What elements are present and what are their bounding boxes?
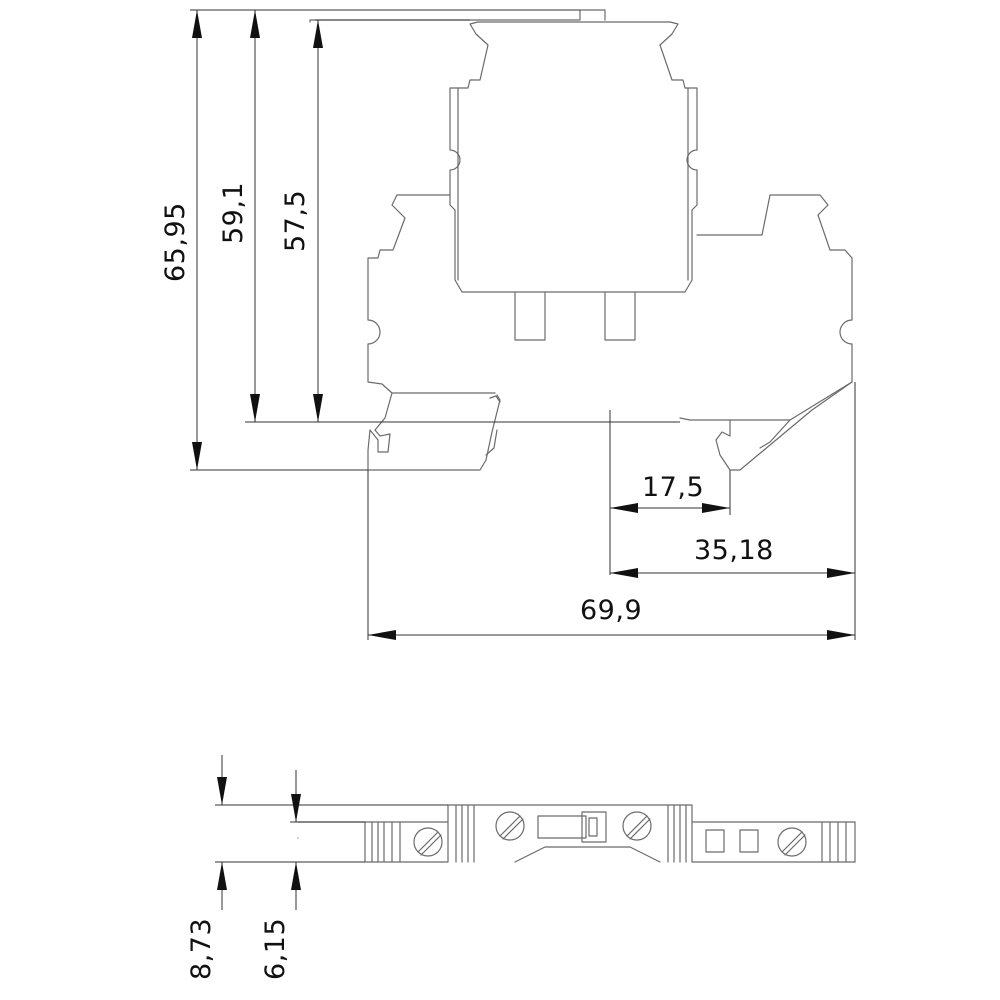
base-right-notch <box>759 419 791 449</box>
switch-slot <box>537 815 587 839</box>
base-body-outline <box>367 194 501 471</box>
top-view-dimensions: 8,73 6,15 <box>186 755 448 980</box>
screw-right-slot-1 <box>781 831 803 853</box>
arrow-17-5-left <box>610 503 638 513</box>
dim-label-59-1: 59,1 <box>218 182 249 244</box>
screw-left-outer <box>413 827 443 857</box>
arrow-59-1-top <box>250 10 260 38</box>
screw-mid-right-slot-2 <box>629 818 651 840</box>
dim-label-57-5: 57,5 <box>280 190 311 252</box>
screw-mid-left-slot-1 <box>499 815 521 837</box>
switch-handle-inner <box>588 817 598 837</box>
arrow-6-15-top <box>291 794 301 822</box>
dim-label-35-18: 35,18 <box>694 535 774 566</box>
arrow-35-18-right <box>827 568 855 578</box>
arrow-8-73-top <box>217 777 227 805</box>
arrow-57-5-top <box>313 20 323 48</box>
screw-left-slot-1 <box>417 831 439 853</box>
top-view-outline <box>297 804 856 863</box>
rail-clip-hook <box>485 395 501 456</box>
connector-tab-left <box>514 291 546 341</box>
upper-module-plates-right <box>667 804 687 863</box>
arrow-17-5-right <box>702 503 730 513</box>
switch-handle <box>581 811 607 843</box>
screw-mid-left-slot-2 <box>502 818 524 840</box>
screw-right-slot-2 <box>784 834 806 856</box>
connector-tab-right <box>604 291 636 341</box>
top-view <box>297 804 856 863</box>
arrow-65-95-bottom <box>192 442 202 470</box>
arrow-57-5-bottom <box>313 394 323 422</box>
base-top-edge <box>396 194 853 383</box>
arrow-8-73-bottom <box>217 862 227 890</box>
dim-label-8-73: 8,73 <box>186 918 217 980</box>
front-dimensions: 65,95 59,1 57,5 17,5 35,18 69,9 <box>160 9 856 640</box>
dim-label-65-95: 65,95 <box>160 202 191 282</box>
screw-right-outer <box>777 827 807 857</box>
upper-module-inner <box>457 21 689 281</box>
dim-label-6-15: 6,15 <box>260 918 291 980</box>
screw-mid-left-outer <box>495 811 525 841</box>
base-right-slope <box>679 381 853 471</box>
arrow-69-9-left <box>368 630 396 640</box>
arrow-69-9-right <box>827 630 855 640</box>
base-inner-line <box>391 381 853 421</box>
arrow-35-18-left <box>610 568 638 578</box>
screw-mid-right-outer <box>622 811 652 841</box>
arrow-59-1-bottom <box>250 394 260 422</box>
bottom-trapezoid <box>514 846 661 863</box>
right-end-plate <box>821 821 847 863</box>
dim-label-69-9: 69,9 <box>580 595 642 626</box>
upper-module-outline <box>449 21 698 293</box>
front-view <box>309 9 853 471</box>
contact-square-2 <box>739 829 759 853</box>
screw-mid-right-slot-1 <box>626 815 648 837</box>
left-end-plate <box>371 821 401 863</box>
arrow-6-15-bottom <box>291 862 301 890</box>
arrow-65-95-top <box>192 10 202 38</box>
upper-module-plates-left <box>455 804 475 863</box>
screw-left-slot-2 <box>420 834 442 856</box>
contact-square-1 <box>705 829 725 853</box>
dim-label-17-5: 17,5 <box>642 472 704 503</box>
